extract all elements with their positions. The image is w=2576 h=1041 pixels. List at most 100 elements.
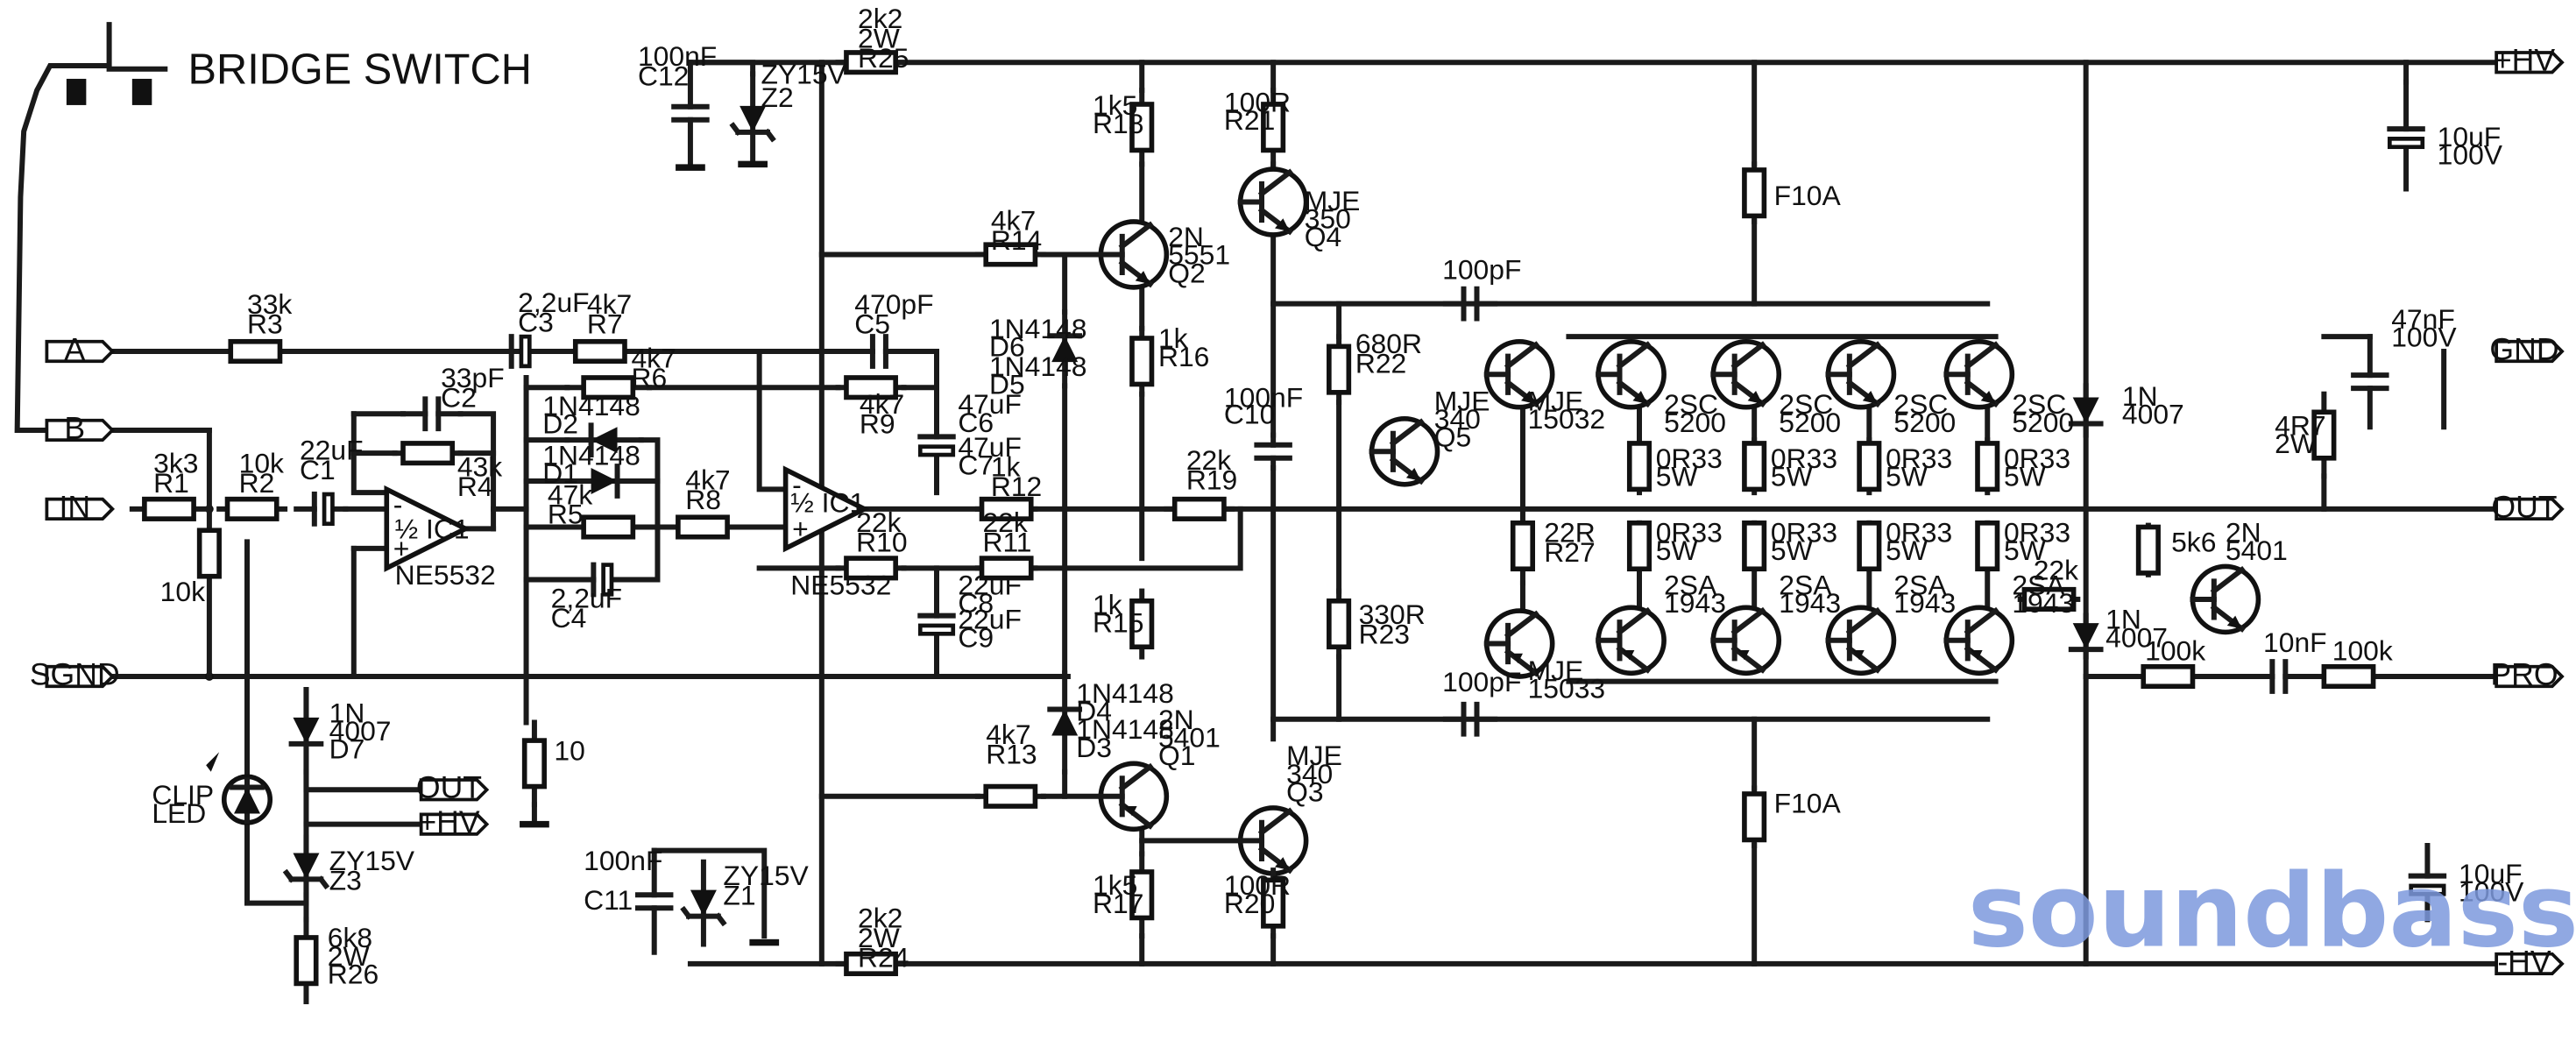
label-line: R20 xyxy=(1224,888,1275,919)
resistor-body xyxy=(844,50,898,75)
clip-led xyxy=(230,777,265,824)
label-line: 0R33 xyxy=(2004,443,2070,474)
label-line: R13 xyxy=(986,738,1037,769)
label-line: Q3 xyxy=(1286,775,1323,807)
port-outline xyxy=(2495,51,2565,74)
q-2sc5200-4 xyxy=(1943,338,2015,410)
c5 xyxy=(852,334,907,369)
label-line: 100pF xyxy=(1442,254,1521,286)
label-line: LED xyxy=(152,797,206,829)
opamp-body xyxy=(384,485,471,572)
label-line: 4k7 xyxy=(986,719,1030,750)
resistor-body xyxy=(224,496,280,521)
port-b: B xyxy=(45,410,115,445)
r20 xyxy=(1261,868,1286,939)
label-line: 2W xyxy=(858,22,900,53)
wire xyxy=(1964,341,1999,371)
label-line: 1k5 xyxy=(1093,869,1137,901)
diode-triangle xyxy=(591,427,618,454)
arrow xyxy=(1632,390,1648,404)
label-line: 2SC xyxy=(1664,388,1718,420)
d6 xyxy=(1047,309,1083,389)
r17 xyxy=(1129,851,1155,939)
label-line: 22uF xyxy=(958,569,1022,600)
diode-triangle xyxy=(293,717,320,744)
wire xyxy=(1032,506,1243,571)
label-line: 4k7 xyxy=(991,204,1036,236)
resistor-body xyxy=(983,242,1038,267)
label-line: 680R xyxy=(1355,328,1422,359)
q2 xyxy=(1098,219,1170,290)
wire xyxy=(630,437,661,583)
port-outline xyxy=(2495,497,2565,520)
c6 xyxy=(917,391,956,496)
ground-bar xyxy=(676,164,705,171)
r12 xyxy=(974,496,1038,521)
resistor-body xyxy=(844,375,898,400)
label-line: 5k6 xyxy=(2171,527,2216,558)
wire xyxy=(1964,606,1999,636)
q-2sc5200-1 xyxy=(1596,338,1667,410)
label-line: D5 xyxy=(989,369,1025,400)
label-line: ZY15V xyxy=(723,860,809,891)
label-line: 15032 xyxy=(1528,403,1606,435)
label-line: F10A xyxy=(1774,788,1842,819)
label-line: 4k7 xyxy=(587,288,632,320)
label-line: R4 xyxy=(457,471,493,502)
label-line: 5551 xyxy=(1168,239,1230,271)
ic1-a: -+ xyxy=(384,485,471,572)
diode-triangle xyxy=(2072,623,2099,650)
wire xyxy=(729,122,742,137)
resistor-body xyxy=(1129,336,1155,387)
resistor-body xyxy=(2311,409,2337,461)
port-pro: PRO xyxy=(2490,656,2565,691)
label-line: 22k xyxy=(856,506,901,538)
ground-symbol xyxy=(520,820,549,828)
label-line: 1k xyxy=(1093,589,1122,620)
resistor-body xyxy=(142,496,196,521)
label-line: 2N xyxy=(1168,221,1204,252)
q-2sc5200-3 xyxy=(1825,338,1897,410)
r27 xyxy=(1510,506,1536,586)
wire xyxy=(901,348,940,393)
ground-bar xyxy=(749,938,780,946)
label-line: 2k2 xyxy=(858,3,902,34)
diode-triangle xyxy=(1051,709,1079,736)
d2 xyxy=(564,422,644,458)
resistor-body xyxy=(2321,663,2376,690)
label-line: 5401 xyxy=(2226,535,2288,566)
label-line: 22k xyxy=(2034,554,2078,585)
label-line: Q5 xyxy=(1434,421,1471,453)
label-line: MJE xyxy=(1528,655,1584,686)
label-line: 2k2 xyxy=(858,903,902,934)
label-line: 0R33 xyxy=(1886,443,1952,474)
resistor-body xyxy=(1626,441,1652,492)
d-1n4007-hv xyxy=(2068,383,2104,438)
q1 xyxy=(1098,761,1170,832)
label-line: 100nF xyxy=(638,40,717,72)
label-line: R25 xyxy=(858,42,909,74)
label-line: 1k5 xyxy=(1093,89,1137,121)
label-line: 2,2uF xyxy=(551,582,622,613)
switch-contact xyxy=(66,78,87,105)
port-label: GND xyxy=(2489,331,2558,366)
port-label: B xyxy=(64,410,85,445)
r24 xyxy=(835,951,907,976)
label-line: 33k xyxy=(247,288,292,320)
label-line: R9 xyxy=(860,408,895,440)
d4 xyxy=(1047,670,1083,775)
